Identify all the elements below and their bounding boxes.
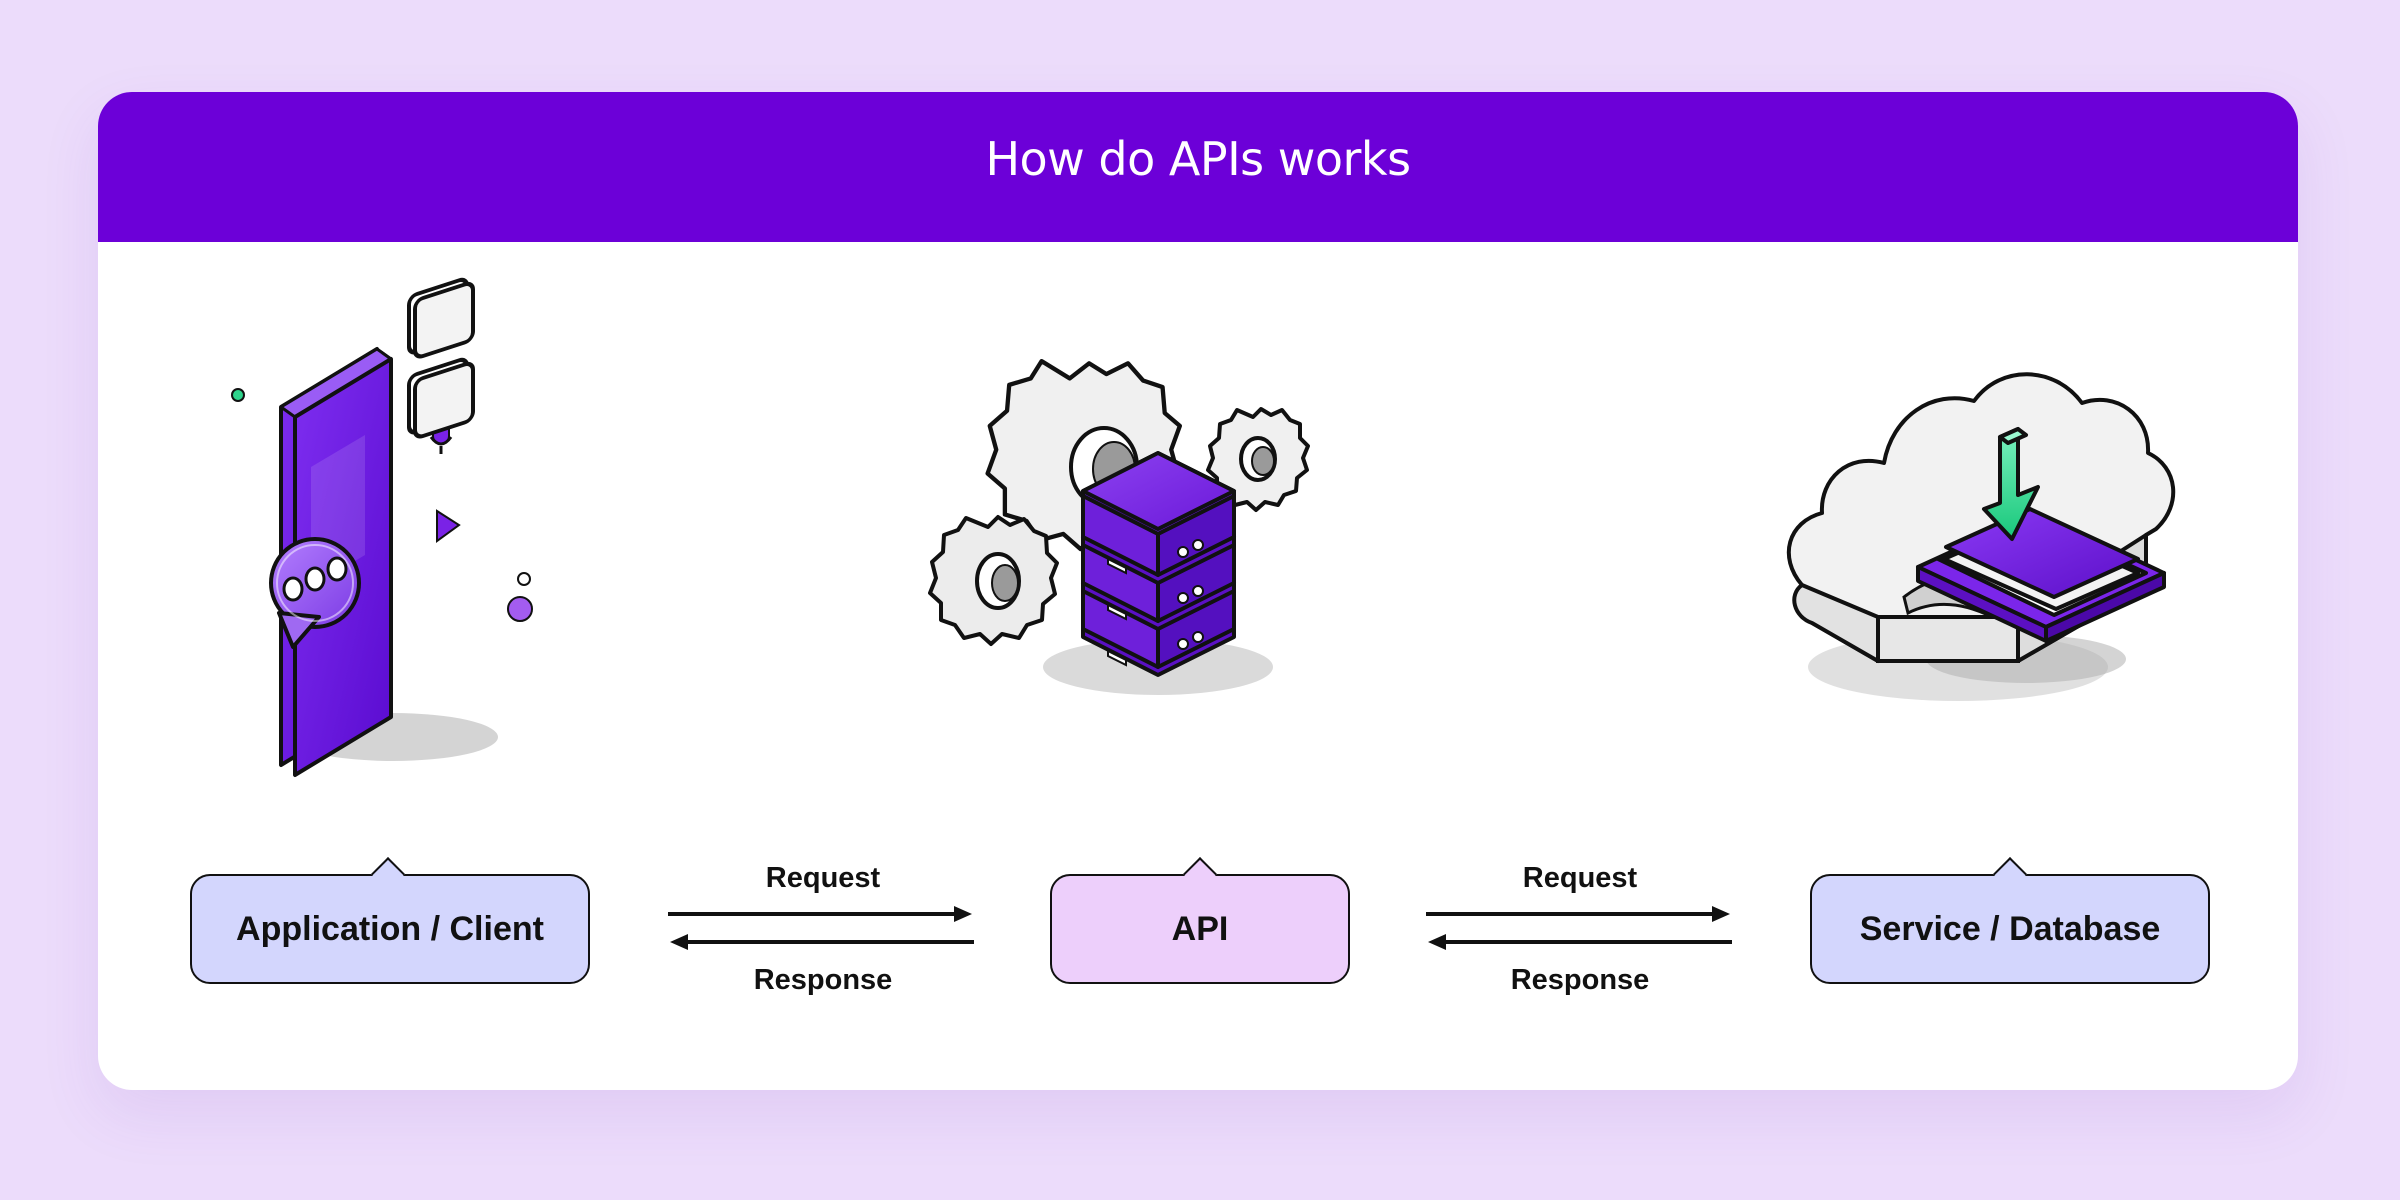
service-node: Service / Database <box>1810 857 2210 984</box>
service-node-label: Service / Database <box>1859 909 2161 948</box>
api-node: API <box>1050 857 1350 984</box>
diagram-card: How do APIs works <box>98 92 2298 1090</box>
diagram-title: How do APIs works <box>985 132 1411 186</box>
api-service-arrows <box>1426 906 1732 950</box>
client-api-arrows <box>668 906 974 950</box>
request-label-client-api: Request <box>765 862 881 894</box>
phone-chat-icon <box>231 277 533 777</box>
api-node-label: API <box>1171 909 1229 948</box>
client-node-box: Application / Client <box>190 874 590 984</box>
request-label-api-service: Request <box>1522 862 1638 894</box>
diagram-header <box>98 92 2298 242</box>
server-gears-icon <box>928 358 1310 695</box>
response-label-client-api: Response <box>753 964 893 996</box>
service-node-box: Service / Database <box>1810 874 2210 984</box>
cloud-download-icon <box>1786 372 2176 701</box>
response-label-api-service: Response <box>1510 964 1650 996</box>
client-node: Application / Client <box>190 857 590 984</box>
client-node-label: Application / Client <box>236 909 544 948</box>
api-node-box: API <box>1050 874 1350 984</box>
